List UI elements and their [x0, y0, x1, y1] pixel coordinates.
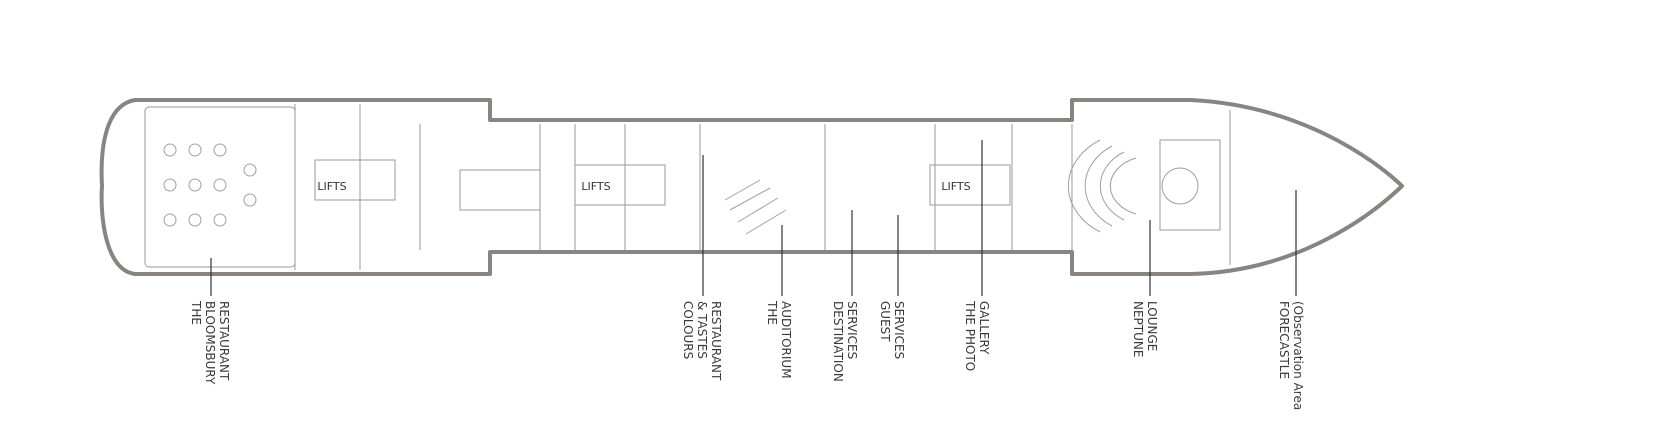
venue-label-auditorium-line-2: AUDITORIUM: [779, 301, 793, 379]
ship-hull-outline: [99, 98, 1404, 276]
venue-label-bloomsbury-line-1: THE: [189, 300, 203, 325]
lifts-label-aft: LIFTS: [317, 180, 346, 193]
venue-label-bloomsbury-line-2: BLOOMSBURY: [203, 301, 217, 385]
venue-label-guest-line-1: GUEST: [878, 301, 892, 342]
venue-label-colours-line-1: COLOURS: [681, 301, 695, 359]
venue-label-neptune-line-1: NEPTUNE: [1131, 301, 1145, 357]
restaurant-seating: [163, 143, 257, 227]
venue-label-destination-line-2: SERVICES: [845, 301, 859, 359]
venue-label-forecastle-line-2: (Observation Area: [1291, 301, 1305, 410]
venue-label-photo-line-2: GALLERY: [977, 301, 991, 355]
lifts-label-forward: LIFTS: [941, 180, 970, 193]
venue-label-colours-line-2: & TASTES: [695, 301, 709, 359]
lifts-label-mid: LIFTS: [581, 180, 610, 193]
venue-label-forecastle-line-1: FORECASTLE: [1277, 301, 1291, 379]
interior-walls: [144, 104, 1231, 270]
venue-label-guest-line-2: SERVICES: [892, 301, 906, 359]
venue-label-destination-line-1: DESTINATION: [831, 301, 845, 382]
venue-label-photo-line-1: THE PHOTO: [963, 300, 977, 371]
neptune-lounge-seating: [1067, 139, 1199, 233]
venue-label-neptune-line-2: LOUNGE: [1145, 301, 1159, 351]
venue-label-bloomsbury-line-3: RESTAURANT: [217, 301, 231, 381]
label-leader-lines: [210, 140, 1297, 296]
auditorium-seating: [724, 179, 787, 235]
venue-label-colours-line-3: RESTAURANT: [709, 301, 723, 381]
venue-label-auditorium-line-1: THE: [765, 300, 779, 325]
